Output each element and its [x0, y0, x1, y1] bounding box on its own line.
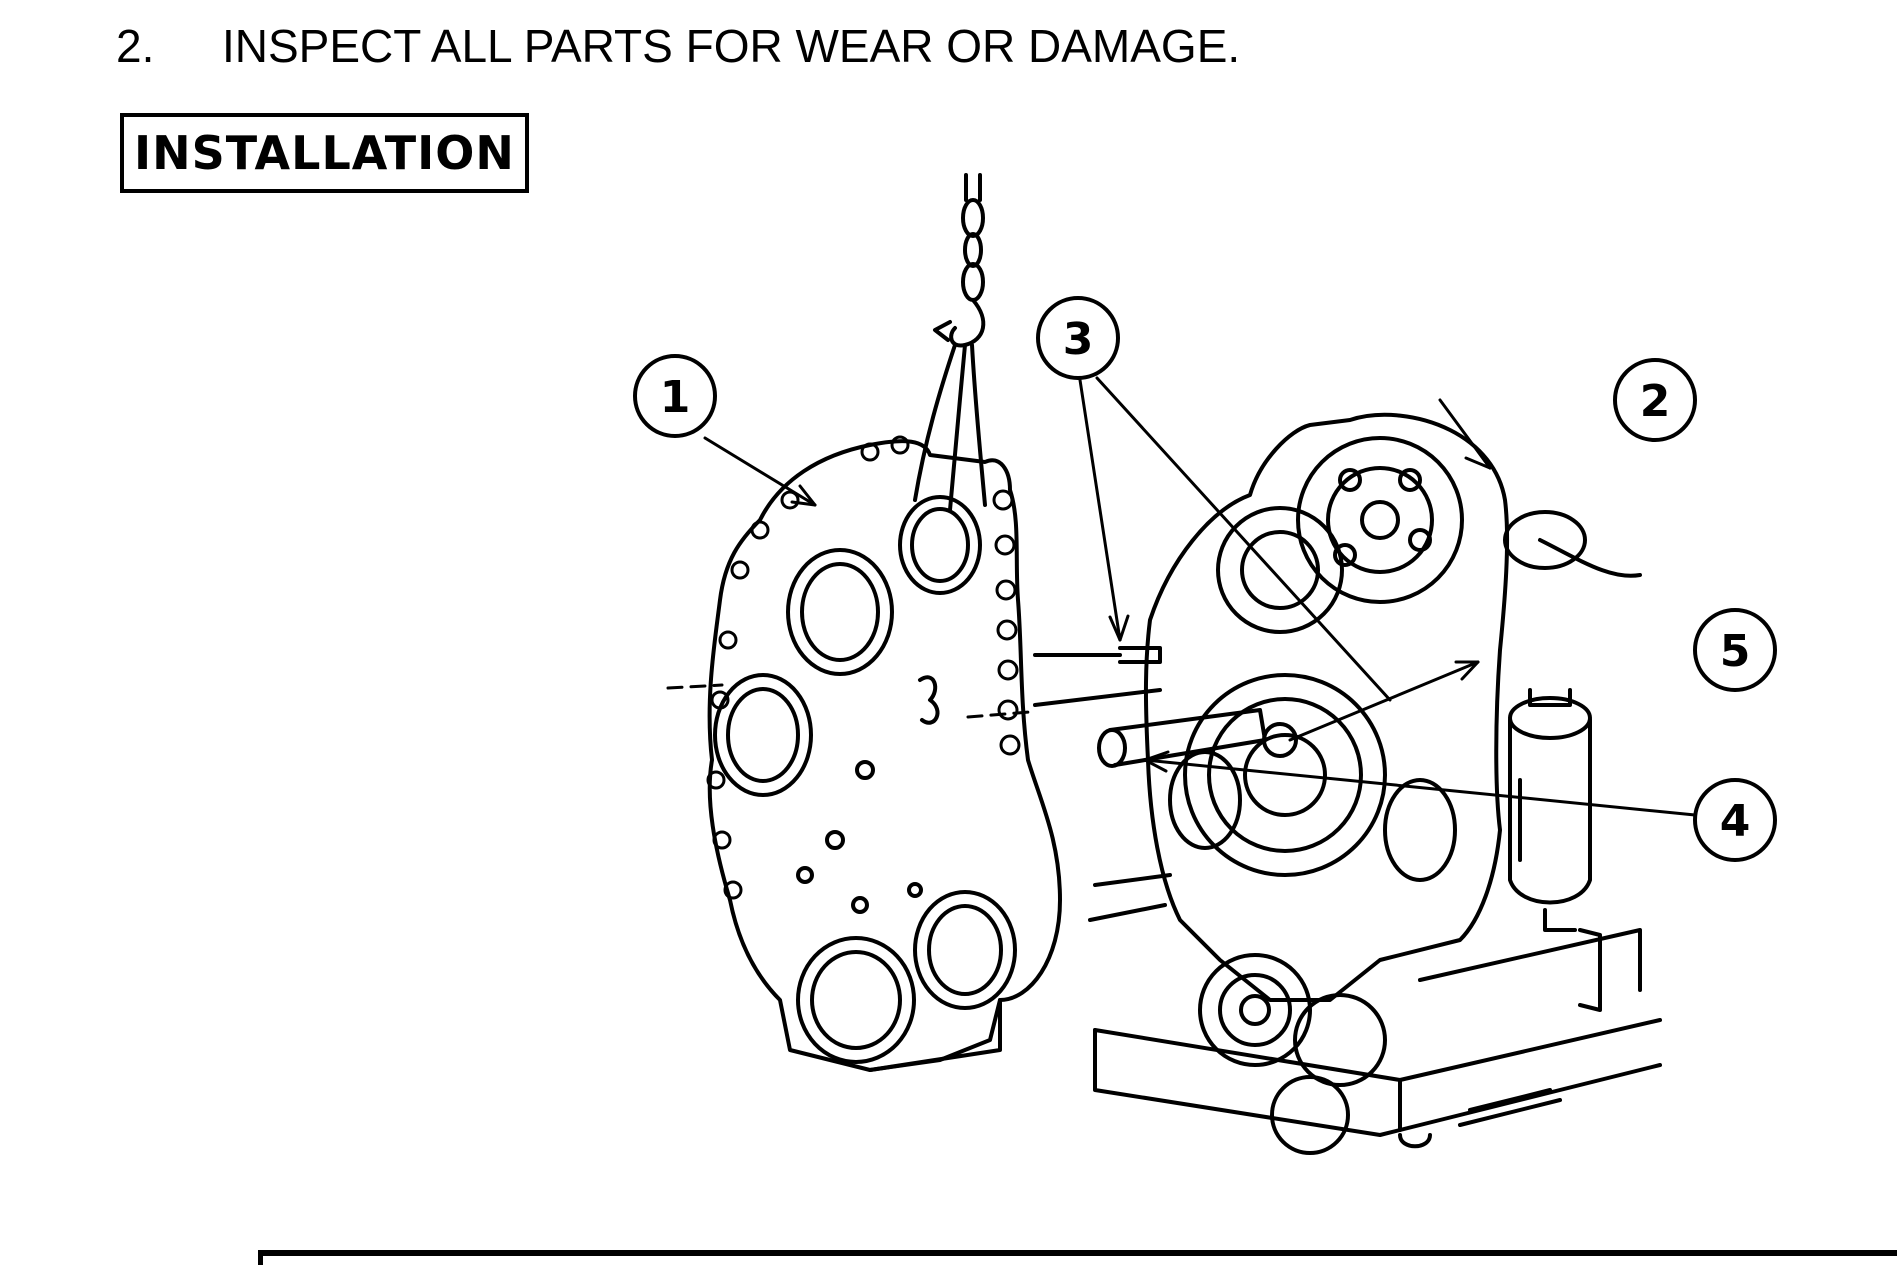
callout-2: 2 — [1640, 376, 1671, 427]
front-cover — [707, 439, 1062, 1072]
engine-frame — [1088, 873, 1662, 1149]
dowel-pins — [1033, 646, 1162, 707]
callout-circles — [633, 296, 1777, 862]
section-title: INSTALLATION — [134, 126, 515, 180]
callout-4: 4 — [1720, 796, 1751, 847]
step-instruction: 2. INSPECT ALL PARTS FOR WEAR OR DAMAGE. — [116, 16, 1240, 76]
lifting-sling — [913, 320, 987, 512]
step-number: 2. — [116, 20, 155, 72]
oil-filter — [1508, 688, 1592, 932]
callout-leader-lines — [703, 376, 1697, 817]
callout-3: 3 — [1063, 314, 1094, 365]
engine-gear-housing — [1143, 412, 1642, 1155]
callout-5: 5 — [1720, 626, 1751, 677]
alignment-tool — [1097, 708, 1267, 768]
cover-bolt-bosses — [706, 435, 1021, 900]
step-text: INSPECT ALL PARTS FOR WEAR OR DAMAGE. — [222, 20, 1241, 72]
bottom-divider-tick — [258, 1250, 263, 1265]
bottom-divider — [258, 1250, 1897, 1256]
callout-1: 1 — [660, 372, 691, 423]
hoist-chain — [949, 173, 986, 348]
alignment-lines — [666, 683, 1032, 719]
section-heading-box: INSTALLATION — [120, 113, 529, 193]
